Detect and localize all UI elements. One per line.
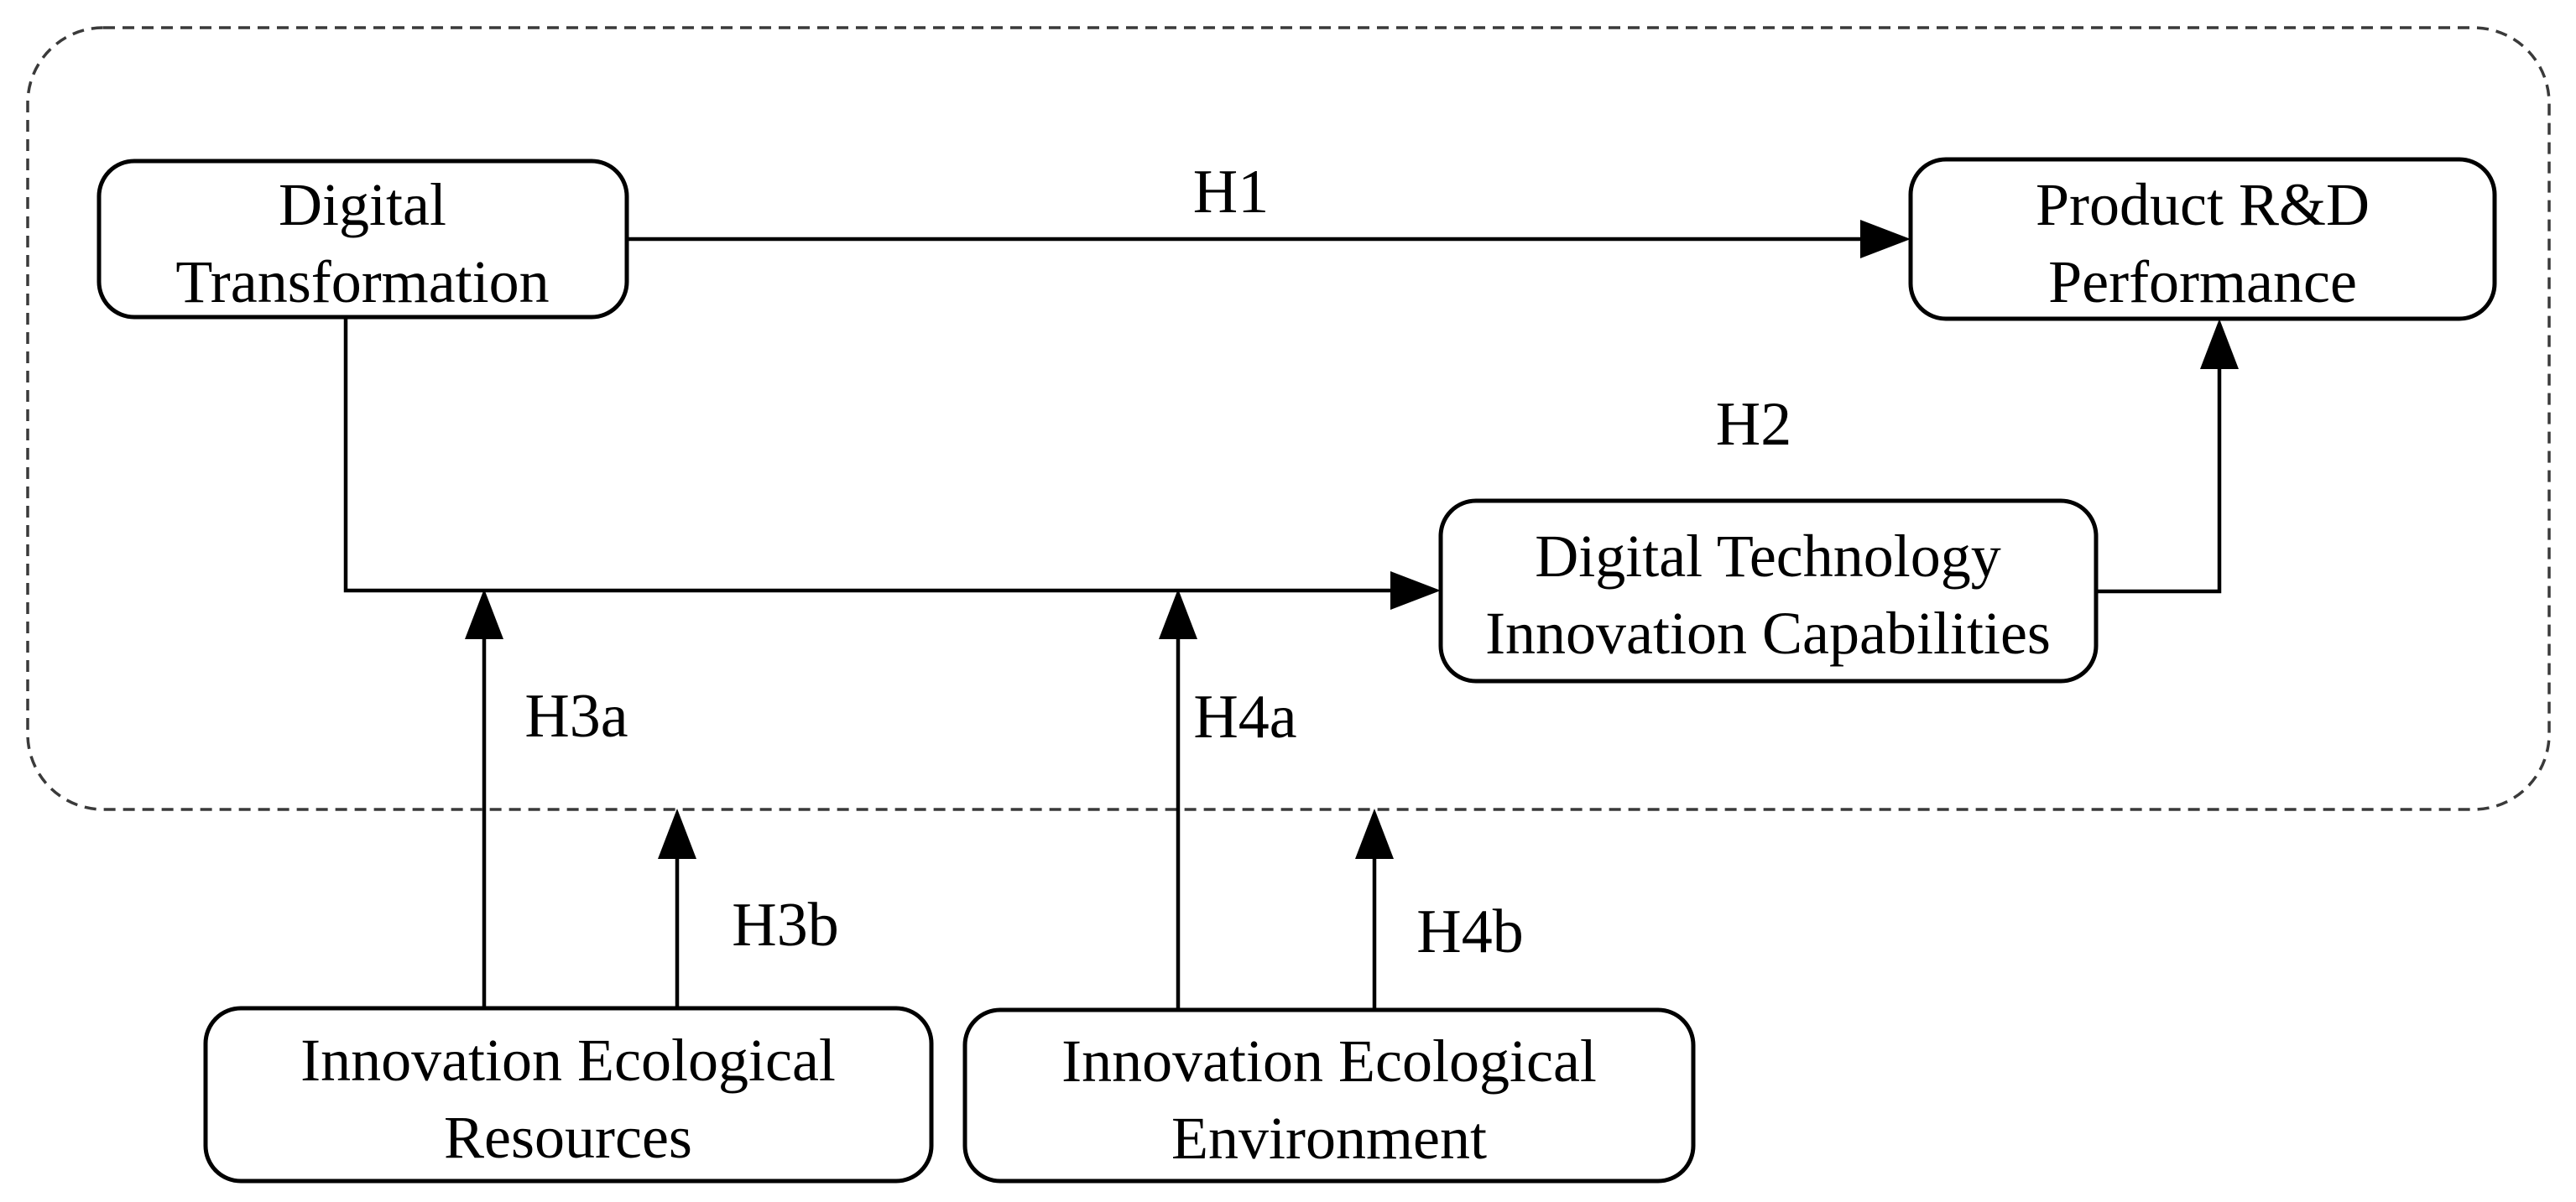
box-digital-transformation-label-line2: Transformation (175, 248, 549, 315)
box-innovation-ecological-resources-rect (203, 1006, 934, 1184)
label-h4a: H4a (1193, 683, 1296, 752)
connectors (343, 220, 2239, 1010)
box-innovation-ecological-environment-rect (962, 1007, 1696, 1184)
box-innovation-ecological-environment: Innovation Ecological Environment (962, 1007, 1696, 1184)
label-h4b: H4b (1416, 898, 1523, 966)
box-product-rd-performance-label-line2: Performance (2048, 248, 2357, 315)
dashed-model-boundary (26, 26, 2551, 811)
arrowhead-dt-to-dtic (1390, 571, 1441, 610)
box-digital-transformation-label-line1: Digital (279, 171, 446, 238)
box-innovation-ecological-resources: Innovation Ecological Resources (203, 1006, 934, 1184)
box-digital-transformation-rect (96, 159, 629, 320)
box-digital-transformation: Digital Transformation (96, 159, 629, 320)
box-digital-technology-innovation-capabilities-rect (1438, 498, 2099, 684)
box-product-rd-performance-rect (1908, 157, 2497, 321)
arrowhead-dtic-to-prp (2200, 319, 2239, 369)
box-innovation-ecological-environment-label-line1: Innovation Ecological (1061, 1028, 1597, 1095)
box-digital-technology-innovation-capabilities-label-line2: Innovation Capabilities (1485, 600, 2051, 667)
label-h2: H2 (1716, 390, 1791, 459)
box-innovation-ecological-environment-label-line2: Environment (1171, 1105, 1487, 1172)
label-h1: H1 (1193, 158, 1269, 226)
label-h3b: H3b (732, 891, 838, 960)
box-product-rd-performance-label-line1: Product R&D (2036, 171, 2370, 238)
arrowhead-h3b (658, 809, 696, 859)
box-innovation-ecological-resources-label-line2: Resources (444, 1104, 692, 1171)
box-innovation-ecological-resources-label-line1: Innovation Ecological (300, 1027, 836, 1094)
arrowhead-h1 (1860, 220, 1911, 258)
label-h3a: H3a (524, 682, 628, 751)
arrowhead-h4b (1355, 809, 1394, 859)
arrowhead-h4a (1159, 589, 1197, 639)
box-product-rd-performance: Product R&D Performance (1908, 157, 2497, 321)
box-digital-technology-innovation-capabilities: Digital Technology Innovation Capabiliti… (1438, 498, 2099, 684)
arrowhead-h3a (465, 589, 503, 639)
hypothesis-labels: H1 H2 H3a H3b H4a H4b (524, 158, 1791, 966)
box-digital-technology-innovation-capabilities-label-line1: Digital Technology (1535, 523, 2001, 590)
connector-dt-to-dtic (343, 317, 1390, 593)
connector-dtic-to-prp (2096, 369, 2222, 594)
